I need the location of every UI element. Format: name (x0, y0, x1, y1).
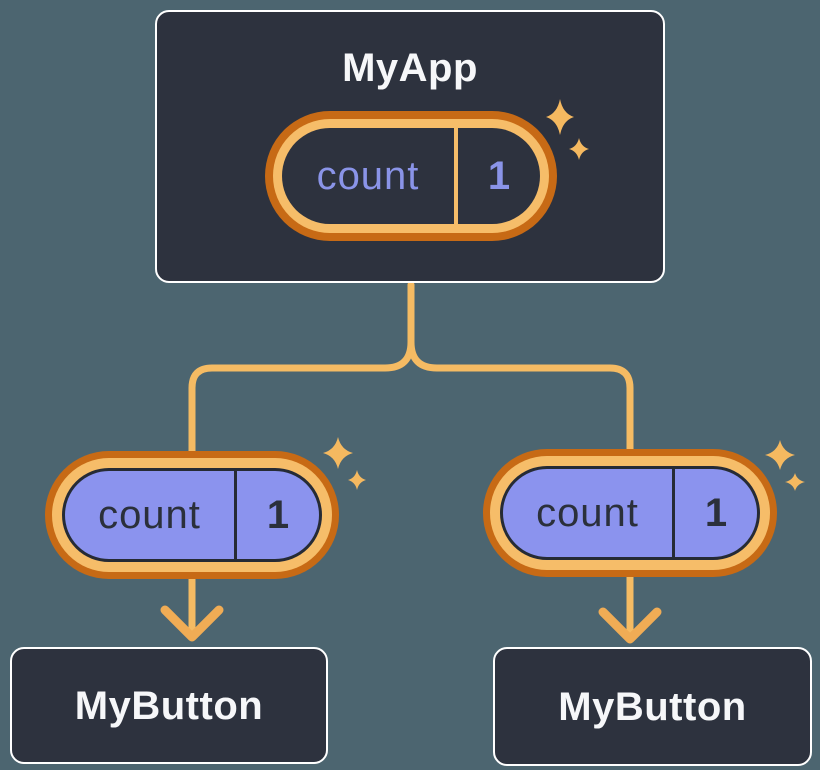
pill-divider (672, 469, 675, 557)
node-mybutton-left: MyButton (10, 647, 328, 764)
prop-value: 1 (704, 491, 728, 535)
node-title: MyButton (74, 683, 264, 728)
prop-label: count (536, 491, 639, 535)
arrow-down-icon (598, 607, 662, 644)
sparkle-icon (323, 437, 353, 469)
arrow-down-icon (160, 605, 224, 642)
sparkle-icon (348, 470, 366, 490)
sparkle-icon (785, 473, 805, 491)
prop-pill-left: count 1 (45, 451, 339, 579)
node-myapp: MyApp count 1 (155, 10, 665, 283)
pill-inner-ring: count 1 (52, 458, 332, 572)
node-title: MyApp (342, 46, 478, 90)
node-title: MyButton (558, 684, 747, 729)
pill-core: count 1 (282, 128, 540, 224)
prop-value: 1 (266, 493, 290, 537)
state-value: 1 (487, 154, 511, 198)
prop-label: count (98, 493, 201, 537)
prop-pill-right: count 1 (483, 449, 777, 577)
pill-core: count 1 (500, 466, 760, 560)
state-label: count (316, 154, 420, 198)
pill-divider (454, 128, 458, 224)
pill-inner-ring: count 1 (273, 119, 549, 233)
state-pill: count 1 (265, 111, 557, 241)
pill-inner-ring: count 1 (490, 456, 770, 570)
sparkle-icon (765, 440, 795, 470)
node-mybutton-right: MyButton (493, 647, 812, 766)
pill-core: count 1 (62, 468, 322, 562)
